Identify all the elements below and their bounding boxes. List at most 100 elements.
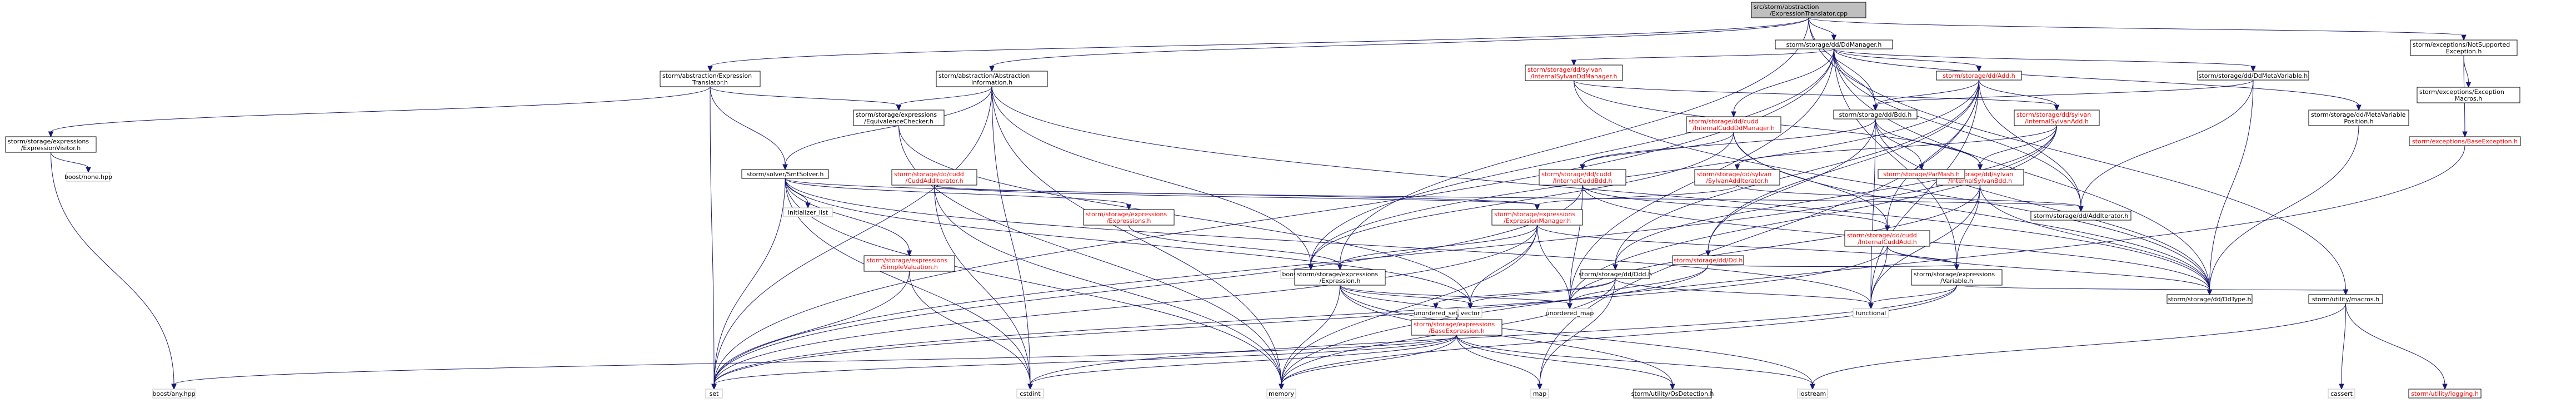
node-dd-h[interactable]: storm/storage/dd/Dd.h bbox=[1672, 255, 1744, 265]
node-label: /ExpressionManager.h bbox=[1504, 217, 1571, 225]
node-box bbox=[936, 71, 1048, 87]
node-cudd-addit-h[interactable]: storm/storage/dd/cudd/CuddAddIterator.h bbox=[891, 169, 977, 186]
node-box bbox=[1751, 2, 1866, 18]
node-meta-var-h[interactable]: storm/storage/dd/DdMetaVariable.h bbox=[2197, 71, 2309, 81]
node-label: cstdint bbox=[1020, 390, 1041, 397]
edge-base_expr_h-to-map bbox=[1456, 335, 1542, 390]
node-box bbox=[1775, 39, 1893, 49]
node-label: /CuddAddIterator.h bbox=[905, 177, 963, 185]
node-box bbox=[1016, 389, 1044, 399]
node-add-iterator-h[interactable]: storm/storage/dd/AddIterator.h bbox=[2030, 211, 2131, 221]
node-bdd-h[interactable]: storm/storage/dd/Bdd.h bbox=[1833, 110, 1918, 120]
node-box bbox=[1580, 269, 1650, 279]
node-label: storm/storage/expressions bbox=[1297, 271, 1378, 278]
node-label: boost/none.hpp bbox=[64, 173, 112, 181]
edge-simple_val_h-to-set bbox=[711, 271, 910, 390]
edge-meta_pos_h-to-dd_type_h bbox=[2206, 125, 2359, 296]
edge-root-to-dd_manager_h bbox=[1808, 17, 1837, 41]
edge-expr_visitor_h-to-boost_none bbox=[51, 152, 91, 173]
node-box bbox=[1694, 169, 1780, 186]
node-sylvan-add-h[interactable]: storm/storage/dd/sylvan/InternalSylvanAd… bbox=[2014, 110, 2100, 126]
node-box bbox=[1547, 308, 1592, 318]
node-simple-val-h[interactable]: storm/storage/expressions/SimpleValuatio… bbox=[863, 255, 955, 272]
node-label: Position.h bbox=[2344, 118, 2373, 125]
node-label: /InternalCuddBdd.h bbox=[1553, 177, 1613, 185]
edge-variable_h-to-memory bbox=[1279, 285, 1957, 390]
edge-expression_h-to-vector bbox=[1340, 285, 1473, 310]
node-label: map bbox=[1533, 390, 1546, 397]
edge-expr_visitor_h-to-boost_any bbox=[51, 152, 177, 390]
edge-smt_solver_h-to-expressions_h bbox=[785, 178, 1132, 211]
node-abs-info-h[interactable]: storm/abstraction/AbstractionInformation… bbox=[936, 71, 1048, 87]
node-label: storm/storage/dd/Odd.h bbox=[1579, 271, 1652, 278]
node-sylvan-addit-h[interactable]: storm/storage/dd/sylvan/SylvanAddIterato… bbox=[1694, 169, 1780, 186]
node-macros-h[interactable]: storm/utility/macros.h bbox=[2308, 294, 2383, 304]
node-expr-visitor-h[interactable]: storm/storage/expressions/ExpressionVisi… bbox=[5, 136, 97, 153]
edge-abs_et_h-to-smt_solver_h bbox=[710, 86, 788, 171]
node-parmash-h[interactable]: storm/storage/ParMash.h bbox=[1878, 169, 1965, 179]
node-label: storm/exceptions/Exception bbox=[2419, 88, 2504, 96]
node-add-h[interactable]: storm/storage/dd/Add.h bbox=[1936, 71, 2022, 81]
node-label: storm/storage/dd/Dd.h bbox=[1674, 257, 1743, 264]
node-label: storm/solver/SmtSolver.h bbox=[747, 171, 824, 178]
node-base-expr-h[interactable]: storm/storage/expressions/BaseExpression… bbox=[1411, 319, 1502, 336]
node-label: /ExpressionVisitor.h bbox=[21, 145, 81, 152]
node-logging-h[interactable]: storm/utility/logging.h bbox=[2408, 389, 2482, 399]
node-box bbox=[2014, 110, 2100, 126]
node-box bbox=[1797, 389, 1828, 399]
node-box bbox=[2409, 136, 2521, 146]
edge-root-to-ex_notsup_h bbox=[1808, 17, 2467, 41]
node-label: /InternalSylvanBdd.h bbox=[1948, 177, 2012, 185]
edge-abs_info_h-to-set bbox=[711, 86, 992, 390]
node-label: storm/storage/dd/Add.h bbox=[1943, 72, 2015, 79]
edge-variable_h-to-functional bbox=[1868, 285, 1957, 310]
nodes-layer: src/storm/abstraction/ExpressionTranslat… bbox=[5, 2, 2521, 399]
node-expression-h[interactable]: storm/storage/expressions/Expression.h bbox=[1294, 269, 1386, 286]
edge-meta_var_h-to-add_iterator_h bbox=[2078, 79, 2254, 212]
node-os-detection-h[interactable]: storm/utility/OsDetection.h bbox=[1631, 389, 1714, 399]
edges-layer bbox=[48, 17, 2472, 390]
edge-abs_info_h-to-equiv_h bbox=[896, 86, 992, 111]
node-dd-type-h[interactable]: storm/storage/dd/DdType.h bbox=[2166, 294, 2253, 304]
node-label: storm/storage/dd/cudd bbox=[1541, 171, 1611, 178]
node-box bbox=[1525, 64, 1623, 81]
node-label: functional bbox=[1856, 310, 1886, 317]
edge-dd_manager_h-to-boost_optional bbox=[1308, 48, 1834, 271]
node-smt-solver-h[interactable]: storm/solver/SmtSolver.h bbox=[741, 169, 829, 179]
edge-expression_h-to-iostream bbox=[1340, 285, 1815, 390]
node-odd-h[interactable]: storm/storage/dd/Odd.h bbox=[1579, 269, 1652, 279]
edge-variable_h-to-macros_h bbox=[1956, 285, 2349, 296]
edge-expressions_h-to-expression_h bbox=[1129, 225, 1343, 271]
edge-smt_solver_h-to-memory bbox=[785, 178, 1284, 390]
node-abs-et-h[interactable]: storm/abstraction/ExpressionTranslator.h bbox=[660, 71, 761, 87]
node-cudd-bdd-h[interactable]: storm/storage/dd/cudd/InternalCuddBdd.h bbox=[1539, 169, 1626, 186]
node-label: storm/storage/ParMash.h bbox=[1883, 171, 1960, 178]
node-ex-base-h[interactable]: storm/exceptions/BaseException.h bbox=[2409, 136, 2521, 146]
edge-dd_manager_h-to-add_h bbox=[1834, 48, 1982, 72]
edge-cudd_bdd_h-to-cudd_add_h bbox=[1582, 185, 1890, 232]
node-label: storm/storage/dd/sylvan bbox=[2016, 111, 2091, 118]
node-expressions-h[interactable]: storm/storage/expressions/Expressions.h bbox=[1083, 209, 1175, 226]
node-equiv-h[interactable]: storm/storage/expressions/EquivalenceChe… bbox=[853, 110, 945, 126]
node-box bbox=[2328, 389, 2355, 399]
node-cudd-add-h[interactable]: storm/storage/dd/cudd/InternalCuddAdd.h bbox=[1844, 230, 1930, 247]
edge-abs_et_h-to-set bbox=[710, 86, 717, 390]
node-box bbox=[1530, 389, 1549, 399]
node-label: cassert bbox=[2330, 390, 2353, 397]
node-unordered-map: unordered_map bbox=[1546, 308, 1594, 318]
node-box bbox=[741, 169, 829, 179]
node-variable-h[interactable]: storm/storage/expressions/Variable.h bbox=[1911, 269, 2003, 286]
node-expr-mgr-h[interactable]: storm/storage/expressions/ExpressionMana… bbox=[1491, 209, 1583, 226]
node-cudd-mgr-h[interactable]: storm/storage/dd/cudd/InternalCuddDdMana… bbox=[1686, 116, 1781, 133]
edge-root-to-abs_info_h bbox=[989, 17, 1809, 72]
edge-odd_h-to-unordered_set bbox=[1433, 278, 1616, 310]
edge-cudd_addit_h-to-add_iterator_h bbox=[934, 185, 2084, 212]
node-dd-manager-h[interactable]: storm/storage/dd/DdManager.h bbox=[1775, 39, 1893, 49]
node-label: /InternalSylvanDdManager.h bbox=[1531, 73, 1618, 80]
node-sylvan-mgr-h[interactable]: storm/storage/dd/sylvan/InternalSylvanDd… bbox=[1525, 64, 1623, 81]
node-label: storm/storage/expressions bbox=[856, 111, 937, 118]
node-label: vector bbox=[1461, 310, 1480, 317]
